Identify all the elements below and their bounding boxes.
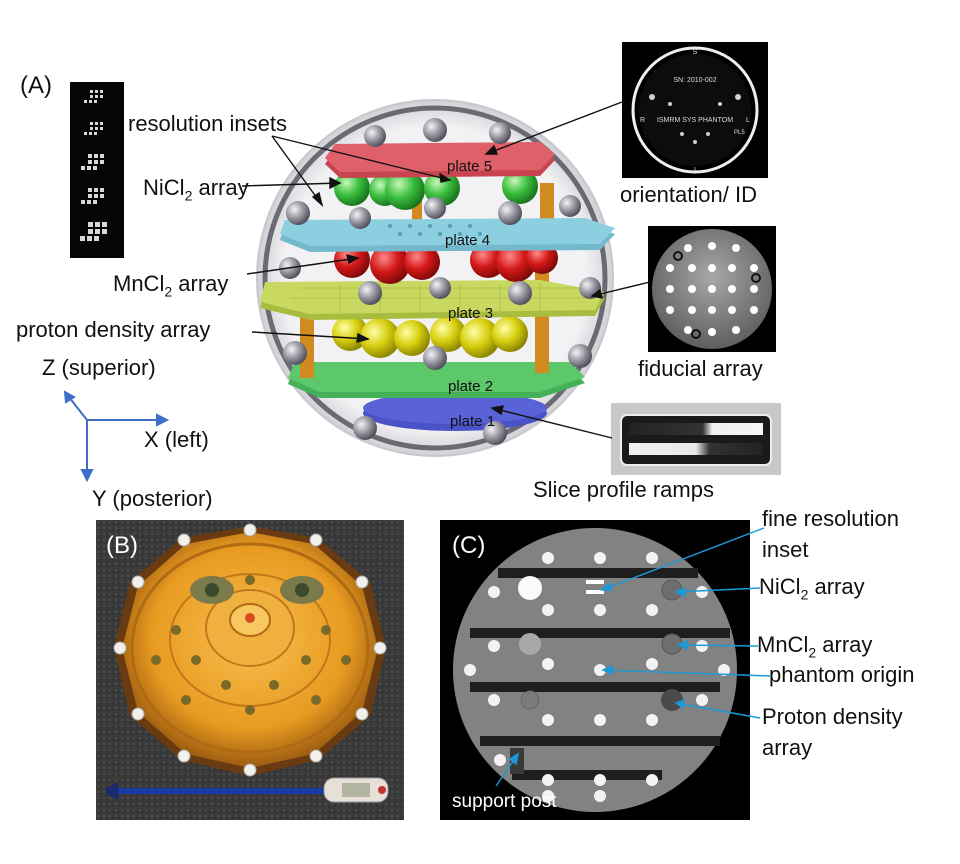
z-axis-label: Z (superior) — [42, 355, 156, 380]
orient-bottom-text: I — [694, 167, 696, 174]
orient-left-text: L — [746, 117, 750, 124]
orientation-id-label: orientation/ ID — [620, 182, 757, 207]
panel-a-pointers — [241, 101, 651, 439]
panel-b-photo — [96, 520, 404, 820]
orient-plate-text: PL5 — [734, 130, 745, 136]
proton-density-c-label-line1: Proton density — [762, 704, 903, 729]
proton-density-c-label-line2: array — [762, 735, 813, 760]
slice-profile-image — [611, 403, 781, 475]
phantom-origin-label: phantom origin — [769, 662, 915, 687]
orient-top-text: S — [693, 49, 698, 56]
resolution-inset-image — [70, 82, 124, 258]
slice-profile-label: Slice profile ramps — [533, 477, 714, 502]
mncl2-array-label: MnCl2 array — [113, 271, 229, 300]
plate-4-label: plate 4 — [445, 232, 491, 249]
proton-density-array-label: proton density array — [16, 317, 211, 342]
resolution-insets-label: resolution insets — [128, 111, 287, 136]
panel-c-letter: (C) — [452, 532, 486, 559]
plate-2-label: plate 2 — [448, 378, 494, 395]
phantom-render — [256, 99, 615, 457]
support-post-label: support post — [452, 791, 557, 812]
plate-1-label: plate 1 — [450, 413, 496, 430]
c-nicl2-array-label: NiCl2 array — [759, 574, 865, 603]
fiducial-array-label: fiducial array — [638, 356, 763, 381]
orientation-id-image: S I SN: 2010-002 ISMRM SYS PHANTOM R L P… — [622, 42, 768, 178]
orient-sn-text: SN: 2010-002 — [673, 77, 716, 84]
x-axis-label: X (left) — [144, 427, 209, 452]
panel-c-mri — [440, 520, 750, 820]
fine-resolution-label-line1: fine resolution — [762, 506, 899, 531]
c-mncl2-array-label: MnCl2 array — [757, 632, 873, 661]
nicl2-array-label: NiCl2 array — [143, 175, 249, 204]
fine-resolution-label-line2: inset — [762, 537, 809, 562]
y-axis-label: Y (posterior) — [92, 486, 213, 511]
panel-b-letter: (B) — [106, 532, 138, 559]
orient-right-text: R — [640, 117, 645, 124]
fiducial-array-image — [648, 226, 776, 352]
plate-5-label: plate 5 — [447, 158, 493, 175]
panel-a-letter: (A) — [20, 72, 52, 99]
plate-3-label: plate 3 — [448, 305, 494, 322]
axes-diagram — [63, 390, 170, 483]
orient-phantom-text: ISMRM SYS PHANTOM — [657, 117, 733, 124]
